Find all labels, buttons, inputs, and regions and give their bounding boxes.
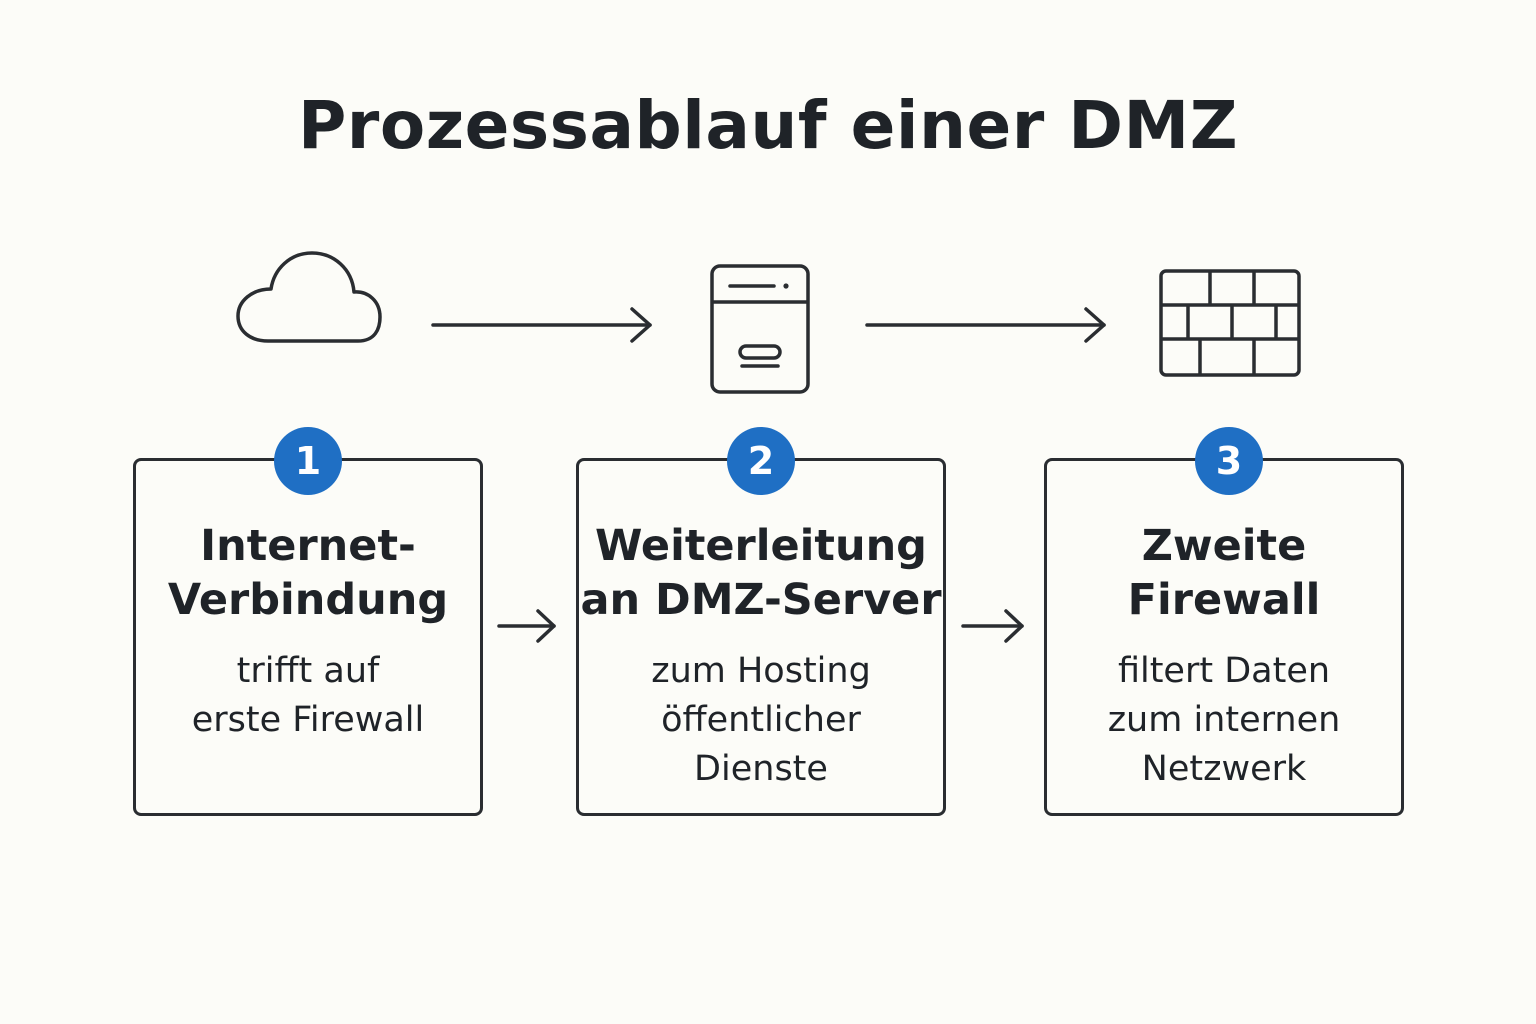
- arrow-right-icon: [431, 307, 652, 343]
- step-title: Zweite Firewall: [1127, 521, 1321, 625]
- arrow-right-icon: [961, 609, 1024, 643]
- step-description: trifft auf erste Firewall: [191, 651, 425, 740]
- step-description: filtert Daten zum internen Netzwerk: [1107, 651, 1341, 789]
- page-title: Prozessablauf einer DMZ: [297, 87, 1239, 164]
- step-number-badge: 3: [1195, 427, 1263, 495]
- firewall-brick-icon: [1159, 269, 1301, 377]
- server-icon: [710, 264, 810, 394]
- step-description: zum Hosting öffentlicher Dienste: [651, 651, 871, 789]
- step-card-2: Weiterleitung an DMZ-Server zum Hosting …: [576, 458, 946, 816]
- step-number-badge: 2: [727, 427, 795, 495]
- step-card-1: Internet- Verbindung trifft auf erste Fi…: [133, 458, 483, 816]
- cloud-icon: [236, 251, 382, 343]
- step-title: Internet- Verbindung: [167, 521, 449, 625]
- step-card-3: Zweite Firewall filtert Daten zum intern…: [1044, 458, 1404, 816]
- step-number-badge: 1: [274, 427, 342, 495]
- step-title: Weiterleitung an DMZ-Server: [580, 521, 942, 625]
- arrow-right-icon: [865, 307, 1106, 343]
- arrow-right-icon: [497, 609, 556, 643]
